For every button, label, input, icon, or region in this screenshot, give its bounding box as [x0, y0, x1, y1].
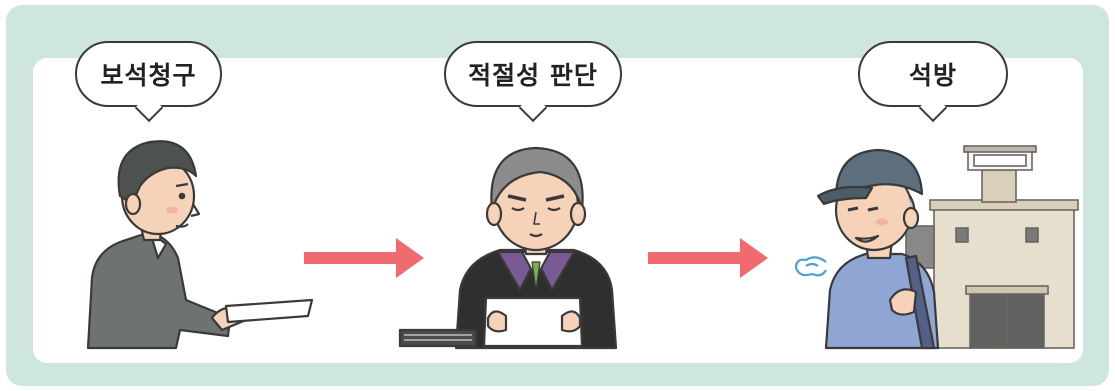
step-label: 석방 [908, 61, 957, 90]
petitioner-figure [86, 140, 314, 350]
released-man-figure [816, 148, 940, 350]
step-bubble-release: 석방 [858, 41, 1008, 123]
step-label: 보석청구 [100, 61, 197, 90]
judge-figure [398, 146, 618, 350]
detention-building [905, 145, 1079, 349]
step-label: 적절성 판단 [468, 61, 598, 90]
step-bubble-judgment: 적절성 판단 [444, 41, 622, 123]
sigh-puff-icon [794, 256, 827, 277]
flow-arrow-2 [648, 238, 768, 278]
flow-arrow-1 [304, 238, 424, 278]
step-bubble-bail-request: 보석청구 [75, 41, 222, 123]
